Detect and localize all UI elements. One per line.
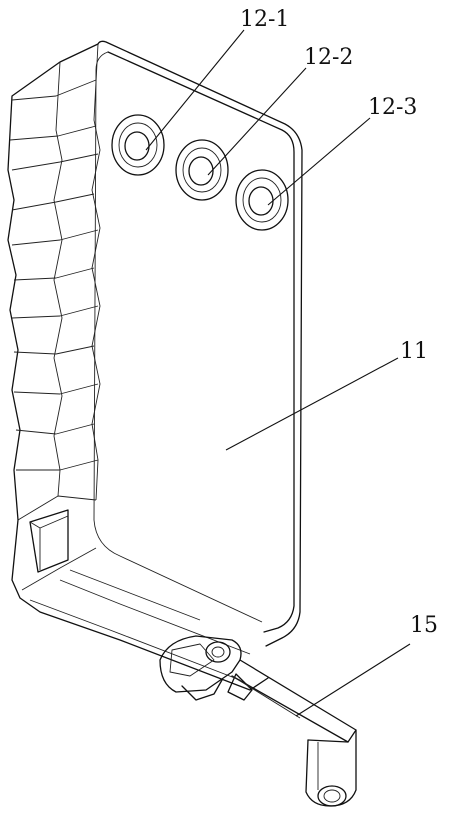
label-15: 15 <box>410 613 438 638</box>
arm-15 <box>231 659 357 807</box>
label-12-2: 12-2 <box>304 45 353 70</box>
label-12-1: 12-1 <box>240 7 289 32</box>
button-12-1 <box>111 114 165 176</box>
leader-12-3 <box>267 117 371 206</box>
housing-body <box>7 40 303 691</box>
leader-15 <box>295 643 411 717</box>
leader-12-1 <box>145 29 245 151</box>
label-12-3: 12-3 <box>368 95 417 120</box>
label-11: 11 <box>400 339 428 364</box>
leader-11 <box>225 357 399 451</box>
hinge-mechanism <box>159 635 253 701</box>
leader-12-2 <box>207 67 307 176</box>
button-12-3 <box>235 169 289 231</box>
button-12-2 <box>175 139 229 201</box>
